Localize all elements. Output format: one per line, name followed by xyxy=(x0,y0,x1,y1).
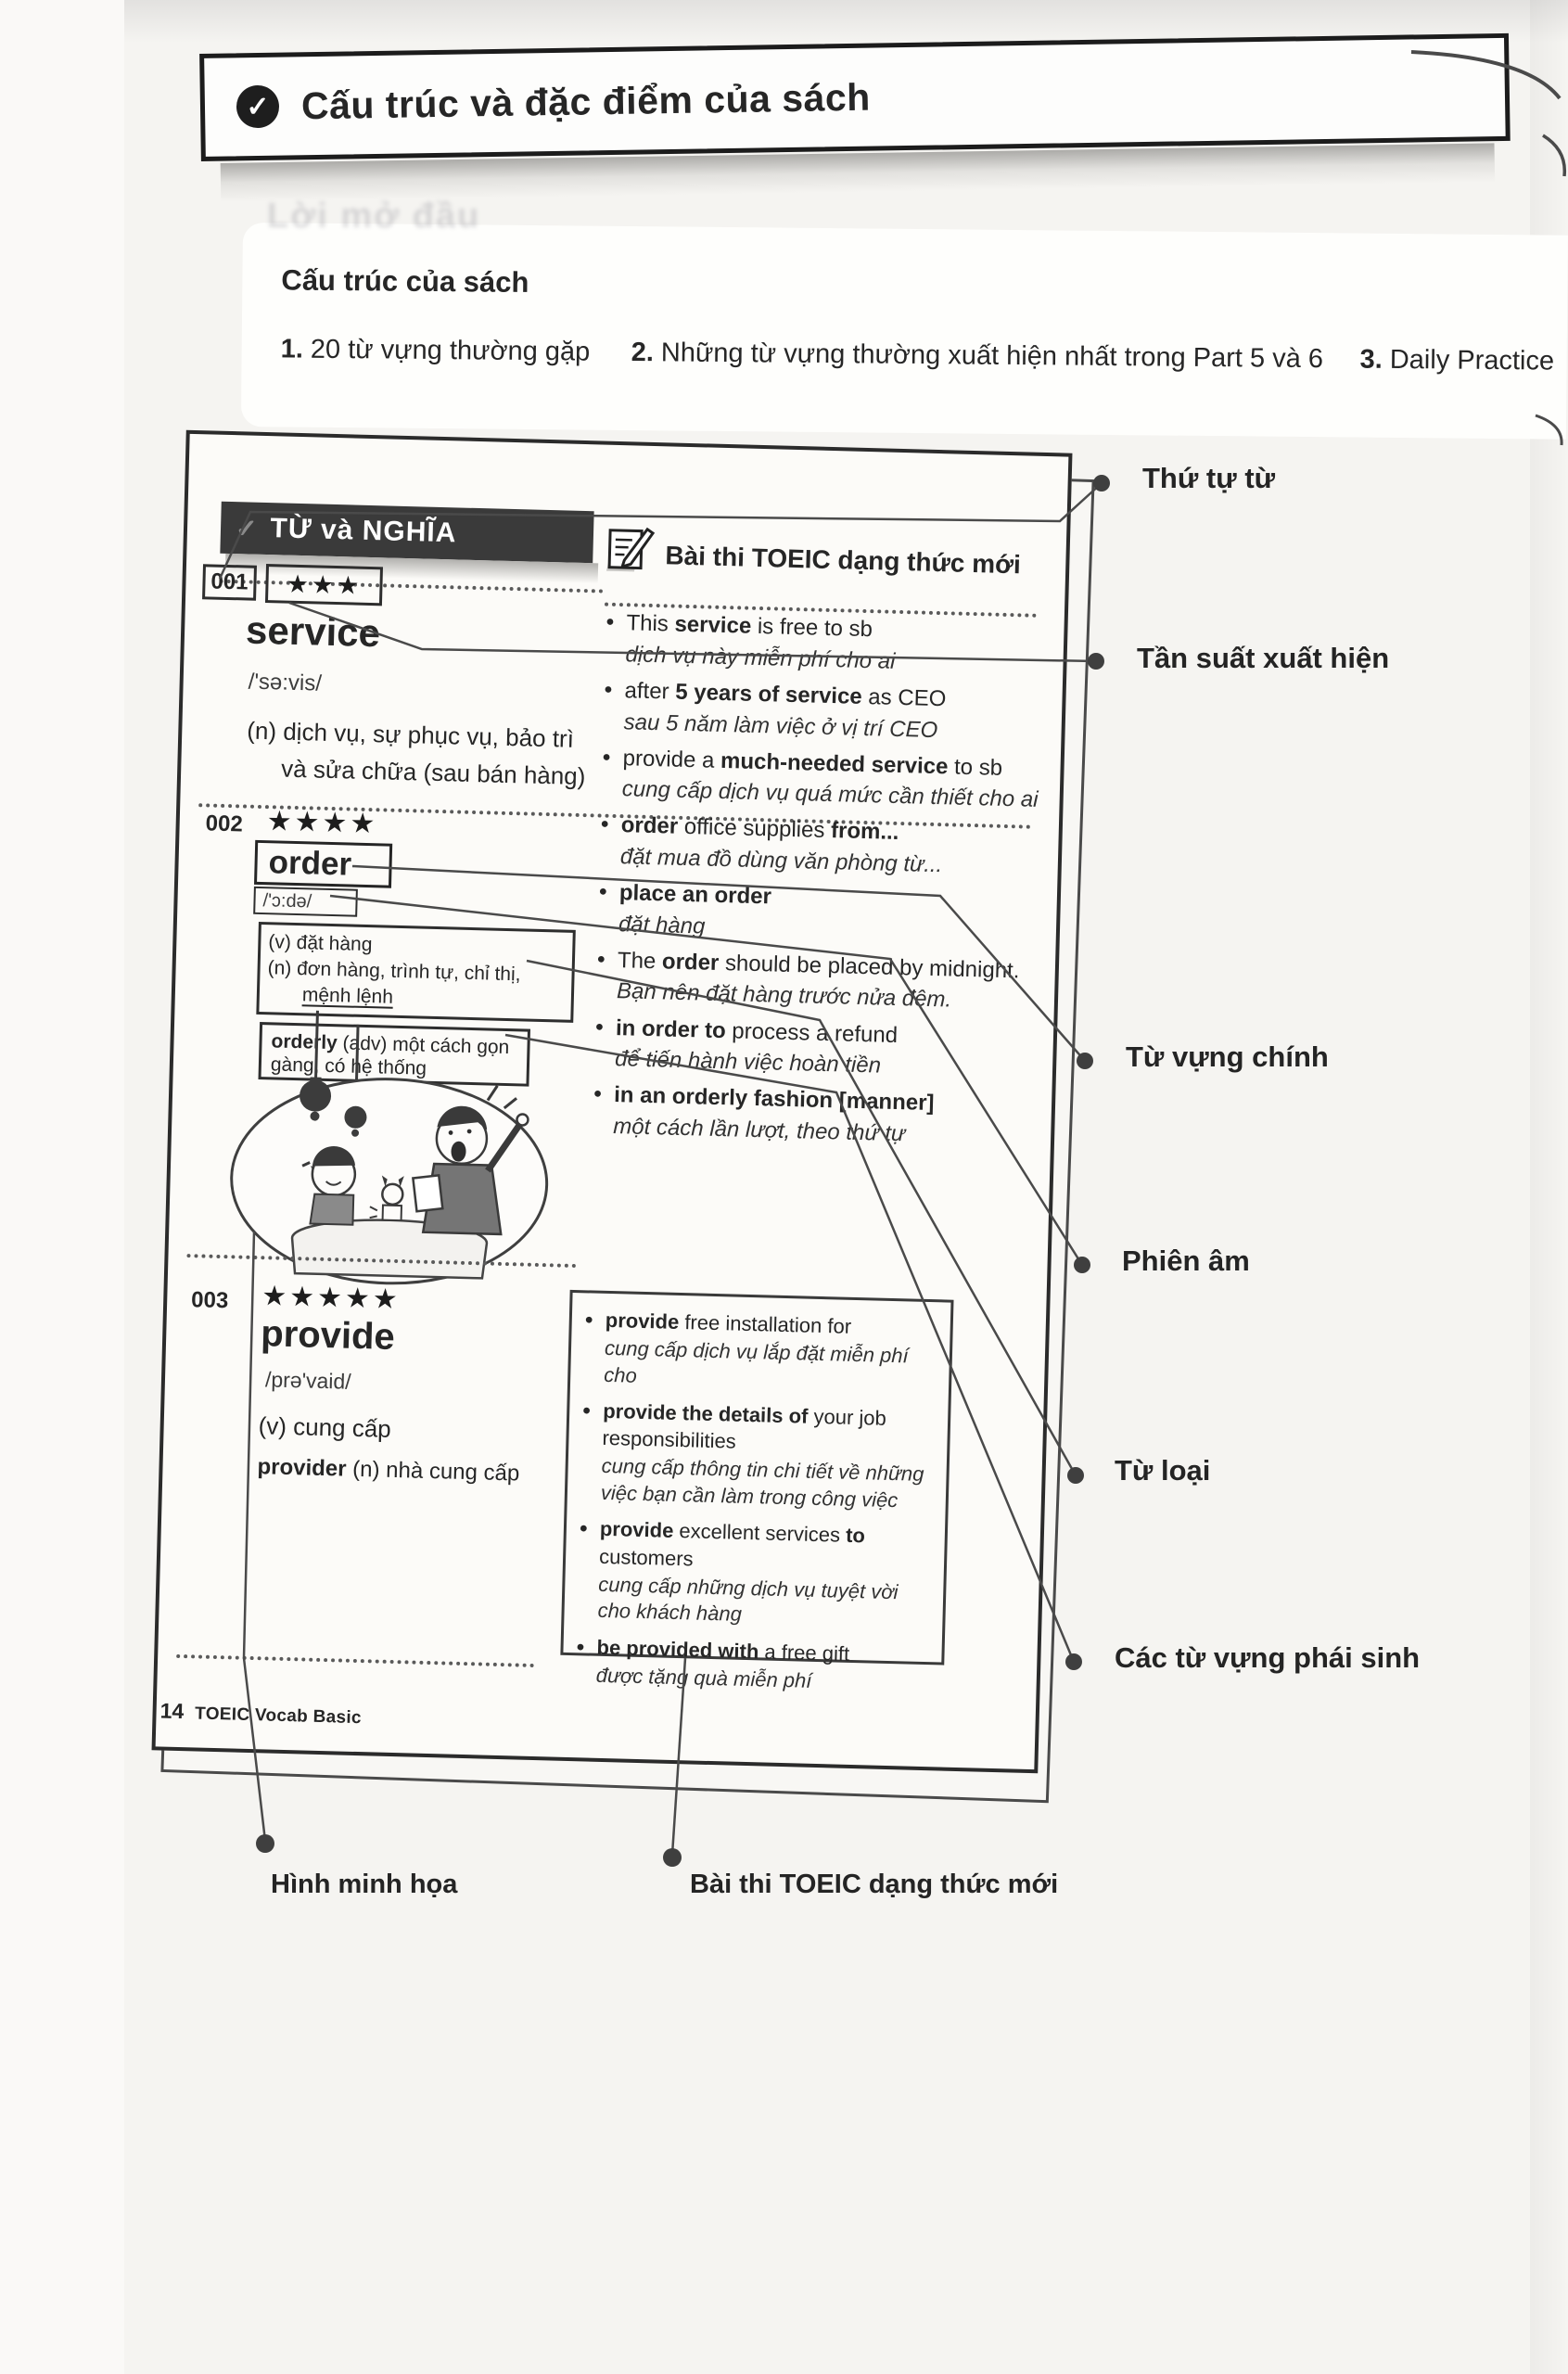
pronunciation: /'sə:vis/ xyxy=(248,669,323,696)
example-vietnamese: cung cấp thông tin chi tiết về những việ… xyxy=(600,1454,924,1512)
example-item: provide a much-needed service to sbcung … xyxy=(599,743,1040,814)
pencil-note-icon xyxy=(606,527,656,572)
sample-page: ✓ TỪ và NGHĨA Bài thi TOEIC dạng thức mớ… xyxy=(151,429,1073,1774)
derived-words: provider (n) nhà cung cấp xyxy=(257,1454,520,1487)
illustration xyxy=(230,1010,549,1285)
entry-002-examples: order office supplies from...đặt mua đồ … xyxy=(591,810,1039,1160)
example-english: provide excellent services to customers xyxy=(577,1515,934,1578)
example-vietnamese: cung cấp những dịch vụ tuyệt vời cho khá… xyxy=(597,1572,899,1626)
frequency-stars-box: ★★★ xyxy=(264,564,384,606)
meaning-line: (v) cung cấp xyxy=(258,1411,392,1443)
annotation-main-word: Từ vựng chính xyxy=(1126,1040,1329,1073)
entry-separator xyxy=(176,1653,535,1668)
annotation-part-of-speech: Từ loại xyxy=(1115,1454,1211,1487)
annotation-pronunciation: Phiên âm xyxy=(1122,1244,1250,1277)
pronunciation-box: /'ɔ:də/ xyxy=(253,886,358,917)
word-meaning-label: TỪ và NGHĨA xyxy=(270,513,457,549)
example-english: provide the details of your job responsi… xyxy=(580,1397,937,1460)
example-vietnamese: cung cấp dịch vụ lắp đặt miễn phí cho xyxy=(603,1335,910,1387)
bleedthrough-ghost-text: Lời mở đầu xyxy=(267,197,481,236)
annotation-frequency: Tần suất xuất hiện xyxy=(1137,642,1390,674)
entry-001-left: 001 ★★★ service /'sə:vis/ (n) dịch vụ, s… xyxy=(197,560,604,813)
example-item: The order should be placed by midnight.B… xyxy=(594,945,1036,1016)
annotation-derived-words: Các từ vựng phái sinh xyxy=(1115,1641,1421,1674)
annotation-toeic-test: Bài thi TOEIC dạng thức mới xyxy=(690,1870,1059,1899)
item-text: 20 từ vựng thường gặp xyxy=(310,334,591,367)
headword-box: order xyxy=(253,839,393,888)
word-meaning-header-bar: ✓ TỪ và NGHĨA xyxy=(220,501,594,564)
item-number: 2. xyxy=(631,338,655,368)
headword: provide xyxy=(260,1313,396,1358)
example-item: provide the details of your job responsi… xyxy=(579,1397,937,1514)
page-footer: 14 TOEIC Vocab Basic xyxy=(159,1698,362,1729)
meanings: (v) cung cấp xyxy=(258,1408,391,1448)
check-icon: ✓ xyxy=(235,513,258,543)
annotation-word-order: Thứ tự từ xyxy=(1142,462,1276,494)
toeic-section-label: Bài thi TOEIC dạng thức mới xyxy=(665,541,1022,580)
meanings-box: (v) đặt hàng(n) đơn hàng, trình tự, chỉ … xyxy=(256,921,576,1023)
book-title: TOEIC Vocab Basic xyxy=(194,1704,363,1729)
structure-item: 1.20 từ vựng thường gặp xyxy=(281,334,591,367)
example-item: provide excellent services to customersc… xyxy=(575,1515,934,1633)
entry-number-box: 001 xyxy=(202,564,258,601)
item-text: Những từ vựng thường xuất hiện nhất tron… xyxy=(660,338,1324,375)
page-title: Cấu trúc và đặc điểm của sách xyxy=(300,75,872,127)
pronunciation: /prə'vaid/ xyxy=(264,1367,351,1394)
headword: service xyxy=(245,607,381,656)
entry-003-left: 003 ★★★★★ provide /prə'vaid/ (v) cung cấ… xyxy=(175,1270,565,1652)
item-number: 3. xyxy=(1359,344,1383,375)
structure-title: Cấu trúc của sách xyxy=(281,263,529,299)
structure-item: 3.Daily Practice xyxy=(1359,345,1554,377)
scan-left-margin xyxy=(0,0,124,2374)
entry-number: 003 xyxy=(190,1287,229,1314)
meaning-line: và sửa chữa (sau bán hàng) xyxy=(280,754,586,791)
item-number: 1. xyxy=(280,334,304,364)
item-text: Daily Practice xyxy=(1389,344,1555,377)
frequency-stars: ★★★★ xyxy=(266,806,378,840)
entry-number: 002 xyxy=(205,810,244,837)
structure-item: 2.Những từ vựng thường xuất hiện nhất tr… xyxy=(631,338,1324,375)
annotation-illustration: Hình minh họa xyxy=(271,1870,458,1899)
section-header: ✓ Cấu trúc và đặc điểm của sách xyxy=(199,32,1511,161)
example-item: order office supplies from...đặt mua đồ … xyxy=(598,810,1039,882)
frequency-stars: ★★★★★ xyxy=(261,1281,402,1316)
check-circle-icon: ✓ xyxy=(236,84,280,129)
example-item: in an orderly fashion [manner]một cách l… xyxy=(591,1080,1032,1152)
structure-panel: Cấu trúc của sách 1.20 từ vựng thường gặ… xyxy=(240,223,1568,440)
page-number: 14 xyxy=(159,1698,185,1724)
